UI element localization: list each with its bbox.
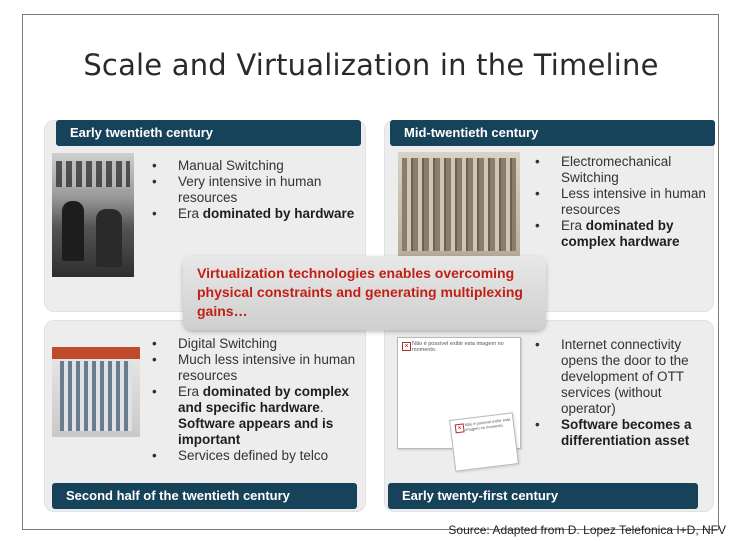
header-early-twentieth: Early twentieth century <box>56 120 361 146</box>
list-item: Digital Switching <box>152 336 362 352</box>
list-item: Very intensive in human resources <box>152 174 362 206</box>
electromechanical-exchange-photo <box>398 152 520 257</box>
list-item: Era dominated by complex hardware <box>535 218 710 250</box>
header-second-half-twentieth: Second half of the twentieth century <box>52 483 357 509</box>
list-item: Era dominated by complex and specific ha… <box>152 384 362 448</box>
broken-image-text: Não é possível exibir esta imagem no mom… <box>412 341 504 353</box>
broken-image-icon: × <box>402 342 411 351</box>
slide-title: Scale and Virtualization in the Timeline <box>83 48 659 82</box>
switchboard-panels <box>56 161 130 187</box>
digital-switch-photo <box>52 347 140 437</box>
operator-figure <box>96 209 122 267</box>
bullet-list-second-half-twentieth: Digital Switching Much less intensive in… <box>152 336 362 464</box>
list-item: Less intensive in human resources <box>535 186 710 218</box>
list-item: Services defined by telco <box>152 448 362 464</box>
header-early-twenty-first: Early twenty-first century <box>388 483 698 509</box>
list-item: Much less intensive in human resources <box>152 352 362 384</box>
source-citation: Source: Adapted from D. Lopez Telefonica… <box>448 523 726 537</box>
bullet-list-early-twenty-first: Internet connectivity opens the door to … <box>535 337 710 449</box>
header-mid-twentieth: Mid-twentieth century <box>390 120 715 146</box>
switch-cabinets <box>60 361 132 431</box>
broken-image-icon: × <box>454 423 465 434</box>
bullet-list-mid-twentieth: Electromechanical Switching Less intensi… <box>535 154 710 250</box>
list-item: Manual Switching <box>152 158 362 174</box>
broken-image-placeholder: × Não é possível exibir esta imagem no m… <box>449 412 519 472</box>
manual-switchboard-photo <box>52 153 134 277</box>
list-item: Era dominated by hardware <box>152 206 362 222</box>
broken-image-text: Não é possível exibir esta imagem no mom… <box>464 416 511 433</box>
exchange-racks <box>402 158 516 251</box>
operator-figure <box>62 201 84 261</box>
bullet-list-early-twentieth: Manual Switching Very intensive in human… <box>152 158 362 222</box>
list-item: Internet connectivity opens the door to … <box>535 337 710 417</box>
list-item: Software becomes a differentiation asset <box>535 417 710 449</box>
virtualization-callout: Virtualization technologies enables over… <box>183 256 546 330</box>
cabinet-top <box>52 347 140 359</box>
list-item: Electromechanical Switching <box>535 154 710 186</box>
